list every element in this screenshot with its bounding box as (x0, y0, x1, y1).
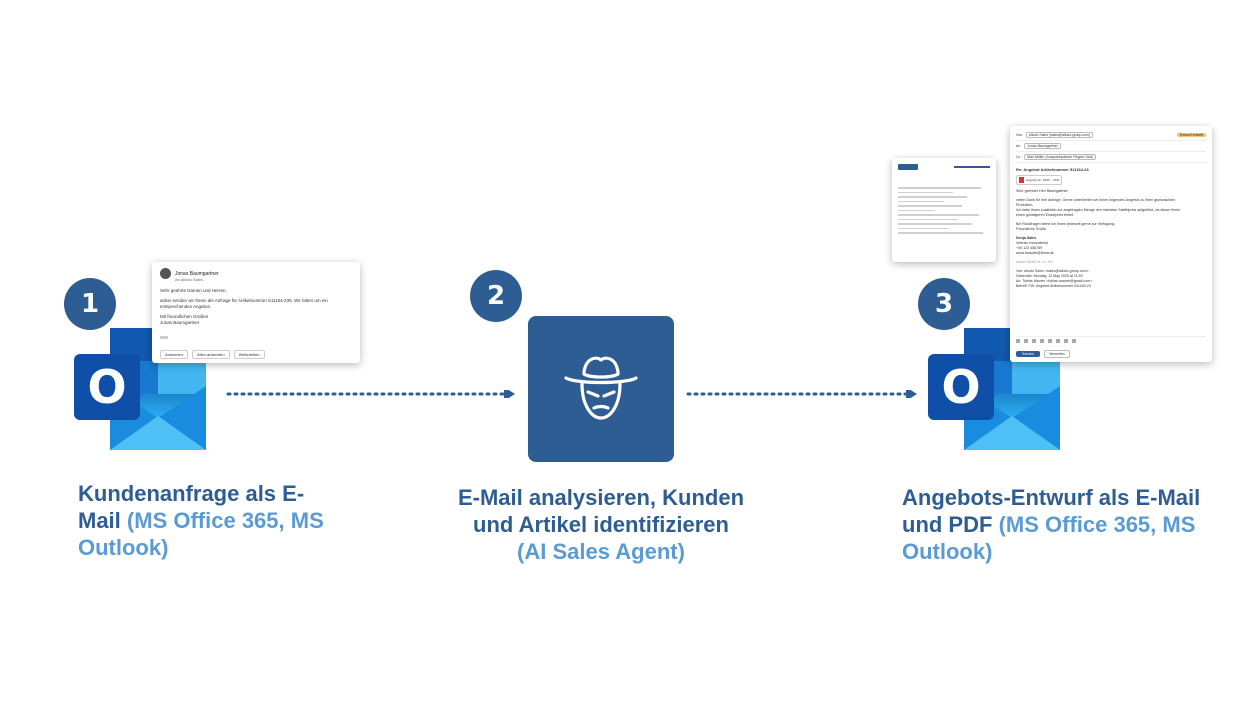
tag (160, 336, 168, 339)
email-closing-2: Jonas Baumgartner (160, 320, 200, 325)
email-closing-1: Mit freundlichen Grüßen (160, 314, 209, 319)
email-subject: Re: Angebot Artikelnummer 511164-23 (1016, 167, 1089, 172)
to-row: An Jonas Baumgartner (1016, 141, 1206, 152)
step-2-caption: E-Mail analysieren, Kunden und Artikel i… (457, 485, 745, 564)
step-1-caption: Kundenanfrage als E-Mail (MS Office 365,… (78, 481, 324, 560)
from-row: Von alludo Sales (sales@alludo-group.com… (1016, 130, 1206, 141)
company-logo (898, 164, 918, 170)
connector-2-3 (686, 390, 918, 398)
recipient: An alludo Sales (175, 277, 203, 282)
step-3-badge: 3 (918, 278, 970, 330)
draft-badge: Entwurf erstellt (1176, 133, 1206, 137)
pdf-quote-preview (892, 158, 996, 262)
sender-name: Jonas Baumgartner (175, 270, 219, 277)
step-3-caption: Angebots-Entwurf als E-Mail und PDF (MS … (902, 485, 1201, 564)
pdf-attachment[interactable]: Angebot Nr. 2025 ... PDF (1016, 175, 1062, 185)
forward-button[interactable]: Weiterleiten (233, 350, 265, 359)
email-body-2: entsprechendes Angebot. (160, 304, 212, 309)
step-1-badge: 1 (64, 278, 116, 330)
cc-row: Cc Max Müller (Ansprechpartner Region Sü… (1016, 152, 1206, 163)
send-button[interactable]: Senden (1016, 351, 1041, 357)
spy-agent-icon (564, 356, 638, 420)
reply-button[interactable]: Antworten (160, 350, 189, 359)
draft-reply-email: Von alludo Sales (sales@alludo-group.com… (1010, 126, 1212, 362)
email-body-1: anbei senden wir Ihnen die Anfrage für A… (160, 298, 328, 303)
connector-1-2 (226, 390, 516, 398)
discard-button[interactable]: Verwerfen (1044, 350, 1070, 358)
outlook-icon-result: O (928, 328, 1060, 450)
format-toolbar[interactable] (1016, 336, 1206, 344)
email-greeting: Sehr geehrte Damen und Herren, (160, 288, 227, 293)
avatar (160, 268, 171, 279)
pdf-icon (1019, 177, 1024, 183)
incoming-email-preview: Jonas Baumgartner An alludo Sales Sehr g… (152, 262, 360, 363)
step-2-badge: 2 (470, 270, 522, 322)
ai-agent-tile (528, 316, 674, 462)
reply-all-button[interactable]: Allen antworten (192, 350, 230, 359)
